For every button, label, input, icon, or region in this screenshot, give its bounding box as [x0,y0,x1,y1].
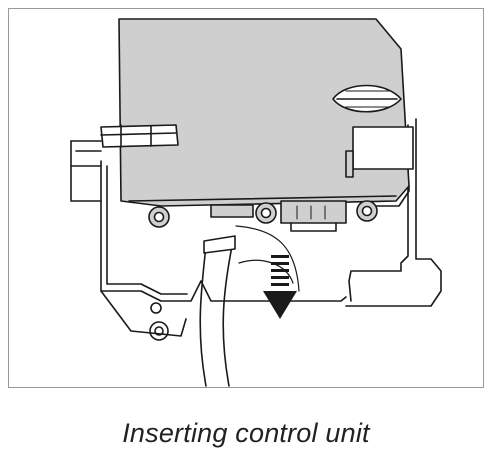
control-unit-illustration [70,18,442,387]
control-unit-body [100,18,414,207]
mounting-bosses [148,200,378,232]
cable [199,225,300,387]
figure-caption: Inserting control unit [122,418,370,448]
dashed-down-arrow-icon [263,255,297,319]
illustration-frame [8,8,484,388]
mounting-bracket [70,118,442,341]
